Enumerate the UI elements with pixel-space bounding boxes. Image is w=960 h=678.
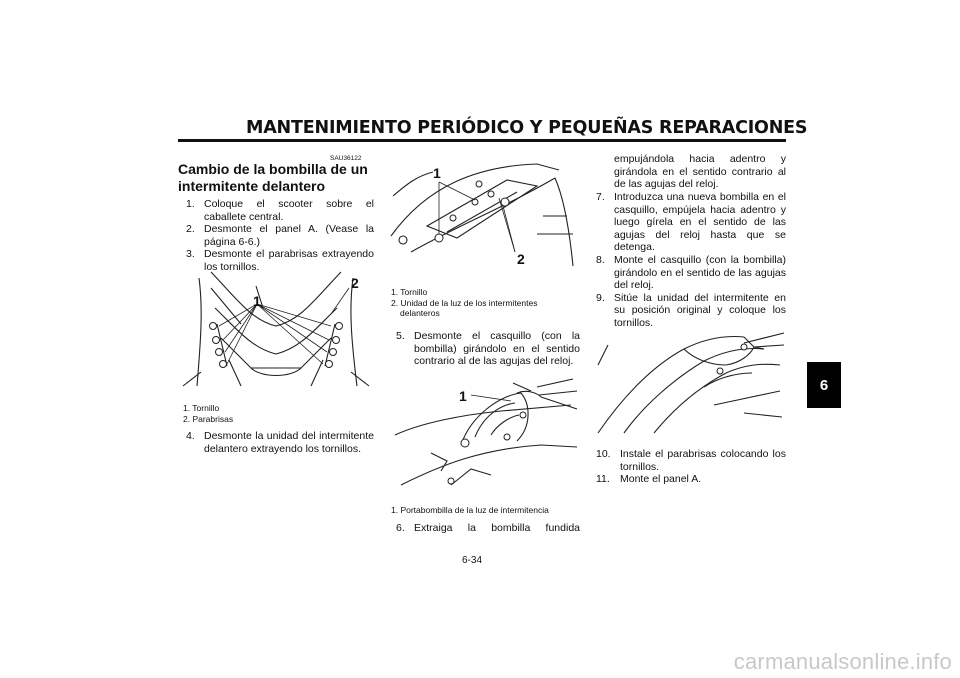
- section-ref-code: SAU36122: [330, 155, 362, 162]
- front-cowl-figure: [594, 325, 786, 437]
- caption-line: delanteros: [400, 308, 440, 318]
- page-title: MANTENIMIENTO PERIÓDICO Y PEQUEÑAS REPAR…: [246, 118, 808, 138]
- figure1-caption: 1. Tornillo 2. Parabrisas: [183, 403, 233, 424]
- steps-list-2: 4.Desmonte la unidad del intermitente de…: [186, 430, 374, 455]
- caption-line: 2. Unidad de la luz de los intermitentes: [391, 297, 538, 308]
- step-item: 2.Desmonte el panel A. (Vease la página …: [186, 223, 374, 248]
- section-title: Cambio de la bombilla de un intermitente…: [178, 161, 368, 194]
- steps-list-4: 6.Extraiga la bombilla fundida: [396, 522, 580, 535]
- callout-2: 2: [517, 251, 525, 267]
- bulb-socket-figure: 1: [391, 375, 581, 497]
- step-item: 1.Coloque el scooter sobre el caballete …: [186, 198, 374, 223]
- turn-signal-unit-figure: 1 2: [387, 156, 579, 274]
- watermark[interactable]: carmanualsonline.info: [733, 649, 952, 674]
- step-item: 6.Extraiga la bombilla fundida: [396, 522, 580, 534]
- step-item: 10.Instale el parabrisas colocando los t…: [596, 448, 786, 473]
- steps-list-1: 1.Coloque el scooter sobre el caballete …: [186, 198, 374, 274]
- caption-line: 1. Tornillo: [391, 287, 428, 297]
- page-number: 6-34: [462, 555, 483, 566]
- step-item: 9.Sitúe la unidad del intermitente en su…: [596, 291, 786, 329]
- callout-1: 1: [253, 293, 261, 309]
- step-item: 3.Desmonte el parabrisas extrayendo los …: [186, 248, 374, 273]
- steps-list-3: 5.Desmonte el casquillo (con la bombilla…: [396, 330, 580, 368]
- continuation-text: empujándola hacia adentro y girándola en…: [614, 153, 786, 191]
- chapter-tab[interactable]: 6: [807, 362, 841, 408]
- figure2-caption: 1. Tornillo 2. Unidad de la luz de los i…: [391, 287, 537, 319]
- step-item: 7.Introduzca una nueva bombilla en el ca…: [596, 191, 786, 254]
- step-item: 5.Desmonte el casquillo (con la bombilla…: [396, 330, 580, 368]
- step-item: 4.Desmonte la unidad del intermitente de…: [186, 430, 374, 455]
- steps-list-5: 7.Introduzca una nueva bombilla en el ca…: [596, 191, 786, 330]
- header-rule: [178, 139, 786, 142]
- step-item: 11.Monte el panel A.: [596, 473, 702, 486]
- windscreen-figure: 1 2: [181, 268, 371, 394]
- caption-line: 2. Parabrisas: [183, 413, 234, 424]
- callout-1: 1: [433, 165, 441, 181]
- caption-line: 1. Portabombilla de la luz de intermiten…: [391, 505, 549, 515]
- caption-line: 1. Tornillo: [183, 403, 220, 413]
- callout-1: 1: [459, 388, 467, 404]
- figure3-caption: 1. Portabombilla de la luz de intermiten…: [391, 505, 549, 516]
- step-item: 8.Monte el casquillo (con la bombilla) g…: [596, 253, 786, 292]
- callout-2: 2: [351, 275, 359, 291]
- steps-list-6: 10.Instale el parabrisas colocando los t…: [596, 448, 786, 486]
